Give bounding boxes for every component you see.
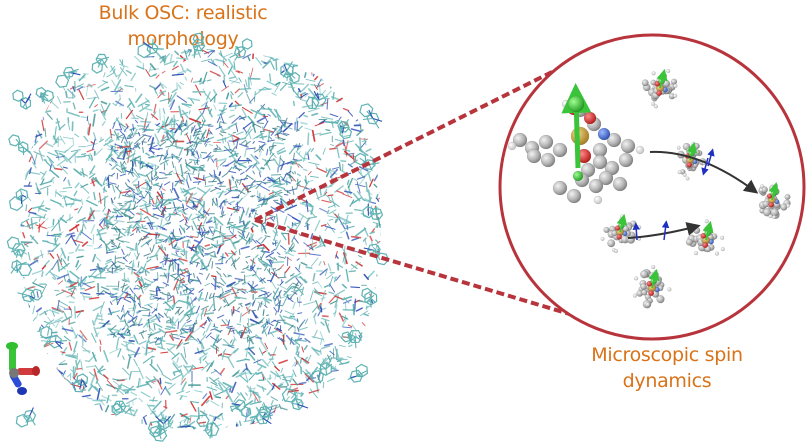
spin-molecule-large (507, 83, 645, 205)
bulk-bond-network (20, 49, 381, 430)
xyz-axes-icon (6, 342, 40, 395)
spin-molecule (632, 264, 672, 309)
microscopic-spin-label-line2: dynamics (622, 370, 712, 392)
zoom-circle (498, 33, 806, 341)
bulk-osc-label: Bulk OSC: realistic morphology (78, 0, 288, 52)
spin-molecules-image (507, 68, 791, 309)
spin-molecule (641, 68, 678, 109)
bulk-outer-molecules (6, 32, 389, 442)
bulk-morphology-image (6, 32, 389, 442)
zoom-guide-lines (254, 68, 584, 320)
microscopic-spin-label-line1: Microscopic spin (591, 344, 743, 366)
bulk-osc-label-line1: Bulk OSC: realistic (98, 2, 268, 24)
spin-molecule (758, 181, 791, 220)
microscopic-spin-label: Microscopic spin dynamics (552, 342, 782, 394)
